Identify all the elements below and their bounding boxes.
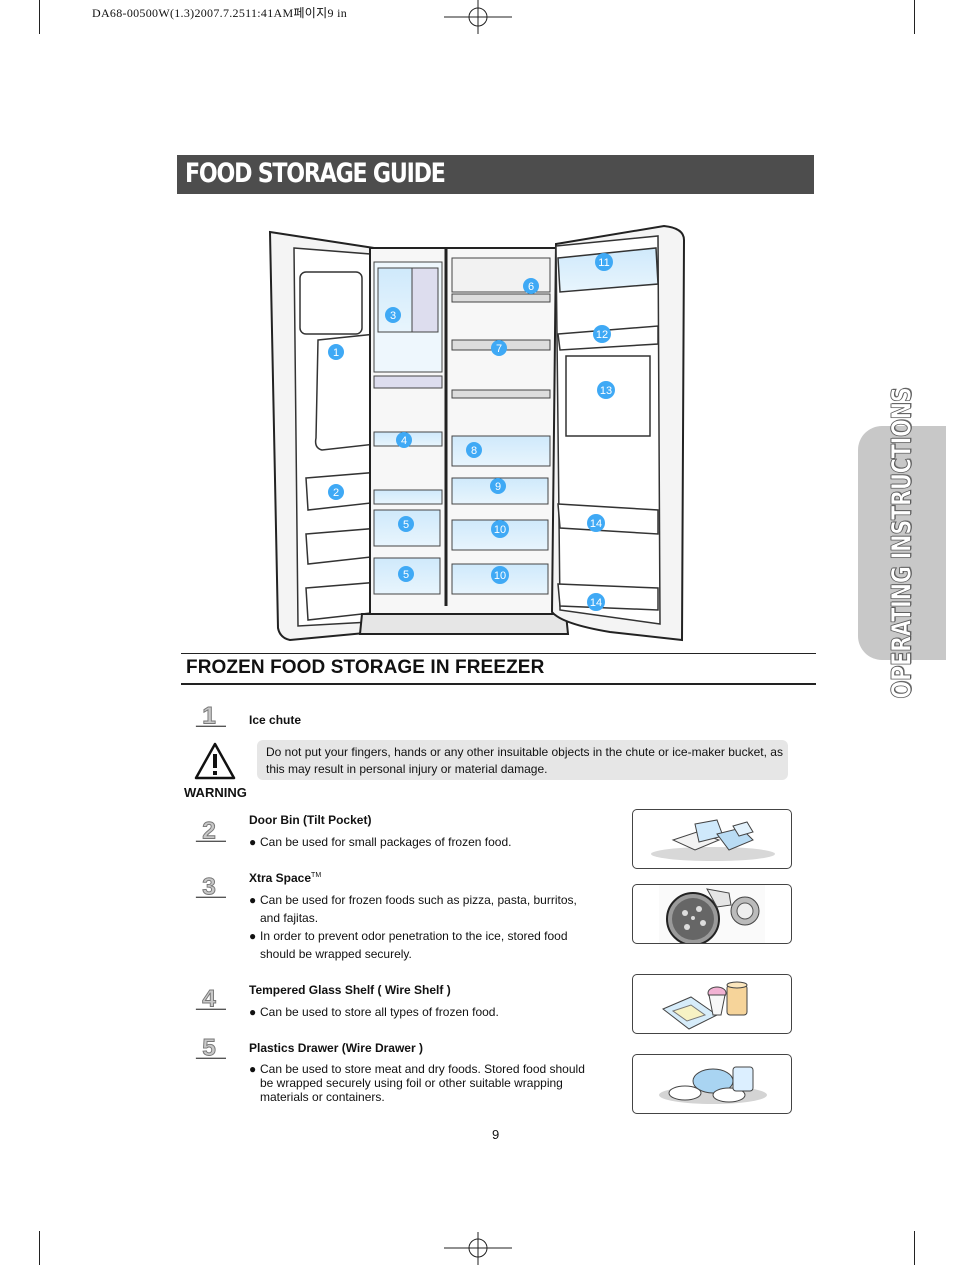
crosshair-registration-icon — [444, 0, 512, 34]
item-number-badge: 4 — [195, 985, 226, 1013]
trademark-mark: TM — [311, 872, 322, 879]
callout-label: 5 — [403, 519, 409, 531]
callout-label: 10 — [494, 524, 506, 536]
ice-cream-photo — [632, 974, 792, 1034]
callout-label: 14 — [590, 518, 602, 530]
bullet-dot: ● — [249, 929, 257, 943]
page-number: 9 — [492, 1127, 500, 1142]
item-heading-door-bin: Door Bin (Tilt Pocket) — [249, 813, 372, 827]
bullet-dot: ● — [249, 1005, 257, 1019]
section-side-tab: OPERATING INSTRUCTIONS — [858, 387, 946, 699]
page-title: FOOD STORAGE GUIDE — [185, 158, 446, 189]
warning-triangle-icon — [194, 742, 236, 780]
callout-label: 14 — [590, 597, 602, 609]
item-number: 1 — [202, 702, 216, 729]
item-bullet: ● Can be used to store all types of froz… — [249, 1003, 599, 1021]
item-number-badge: 2 — [195, 817, 226, 845]
callout-label: 11 — [598, 257, 609, 269]
print-file-id: DA68-00500W(1.3)2007.7.2511:41AM페이지9 in — [92, 6, 348, 20]
item-number-badge: 5 — [195, 1034, 226, 1062]
wrapped-meat-photo — [632, 1054, 792, 1114]
bullet-text: Can be used for small packages of frozen… — [260, 835, 512, 849]
bullet-dot: ● — [249, 1062, 257, 1076]
bullet-text: In order to prevent odor penetration to … — [260, 929, 568, 961]
callout-label: 8 — [471, 445, 477, 457]
warning-label: WARNING — [184, 785, 247, 800]
item-heading-xtra-space: Xtra SpaceTM — [249, 871, 321, 885]
diagram-callouts: 1 2 3 4 5 5 6 7 8 9 10 10 11 12 13 14 14 — [328, 253, 615, 611]
bullet-text: Can be used to store meat and dry foods.… — [260, 1062, 585, 1104]
section-title: FROZEN FOOD STORAGE IN FREEZER — [186, 657, 545, 678]
item-heading-text: Xtra Space — [249, 871, 312, 885]
callout-label: 12 — [596, 329, 608, 341]
frozen-packages-photo — [632, 809, 792, 869]
item-number-badge: 3 — [195, 873, 226, 901]
bullet-text: Can be used to store all types of frozen… — [260, 1005, 499, 1019]
warning-box: Do not put your fingers, hands or any ot… — [257, 740, 788, 780]
bullet-dot: ● — [249, 893, 257, 907]
crosshair-registration-icon — [444, 1232, 512, 1265]
bullet-dot: ● — [249, 835, 257, 849]
callout-label: 2 — [333, 487, 339, 499]
pizza-photo — [632, 884, 792, 944]
item-number: 5 — [202, 1034, 216, 1061]
bullet-text: Can be used for frozen foods such as piz… — [260, 893, 577, 925]
refrigerator-diagram: 1 2 3 4 5 5 6 7 8 9 10 10 11 12 13 14 14 — [268, 224, 686, 642]
callout-label: 1 — [333, 347, 339, 359]
section-rule-bottom — [181, 683, 816, 685]
callout-label: 6 — [528, 281, 534, 293]
callout-label: 10 — [494, 570, 506, 582]
crop-mark — [914, 0, 915, 34]
callout-label: 5 — [403, 569, 409, 581]
section-rule-top — [181, 653, 816, 654]
crop-mark — [39, 0, 40, 34]
item-number: 2 — [202, 817, 216, 844]
item-bullet: ● Can be used to store meat and dry food… — [249, 1062, 599, 1104]
callout-label: 3 — [390, 310, 396, 322]
item-heading-ice-chute: Ice chute — [249, 713, 302, 727]
callout-label: 9 — [495, 481, 501, 493]
crop-mark — [39, 1231, 40, 1265]
warning-text: Do not put your fingers, hands or any ot… — [266, 745, 783, 776]
crop-mark — [914, 1231, 915, 1265]
item-bullet: ● Can be used for small packages of froz… — [249, 833, 599, 851]
side-tab-label: OPERATING INSTRUCTIONS — [886, 387, 918, 699]
callout-label: 13 — [600, 385, 612, 397]
item-heading-glass-shelf: Tempered Glass Shelf ( Wire Shelf ) — [249, 983, 451, 997]
callout-label: 4 — [401, 435, 407, 447]
item-number: 4 — [202, 985, 216, 1012]
item-bullet: ● In order to prevent odor penetration t… — [249, 927, 599, 963]
item-bullet: ● Can be used for frozen foods such as p… — [249, 891, 599, 927]
page-title-bar: FOOD STORAGE GUIDE — [177, 155, 814, 194]
item-number-badge: 1 — [195, 702, 226, 730]
item-number: 3 — [202, 873, 216, 900]
callout-label: 7 — [496, 343, 502, 355]
item-heading-plastics-drawer: Plastics Drawer (Wire Drawer ) — [249, 1041, 423, 1055]
